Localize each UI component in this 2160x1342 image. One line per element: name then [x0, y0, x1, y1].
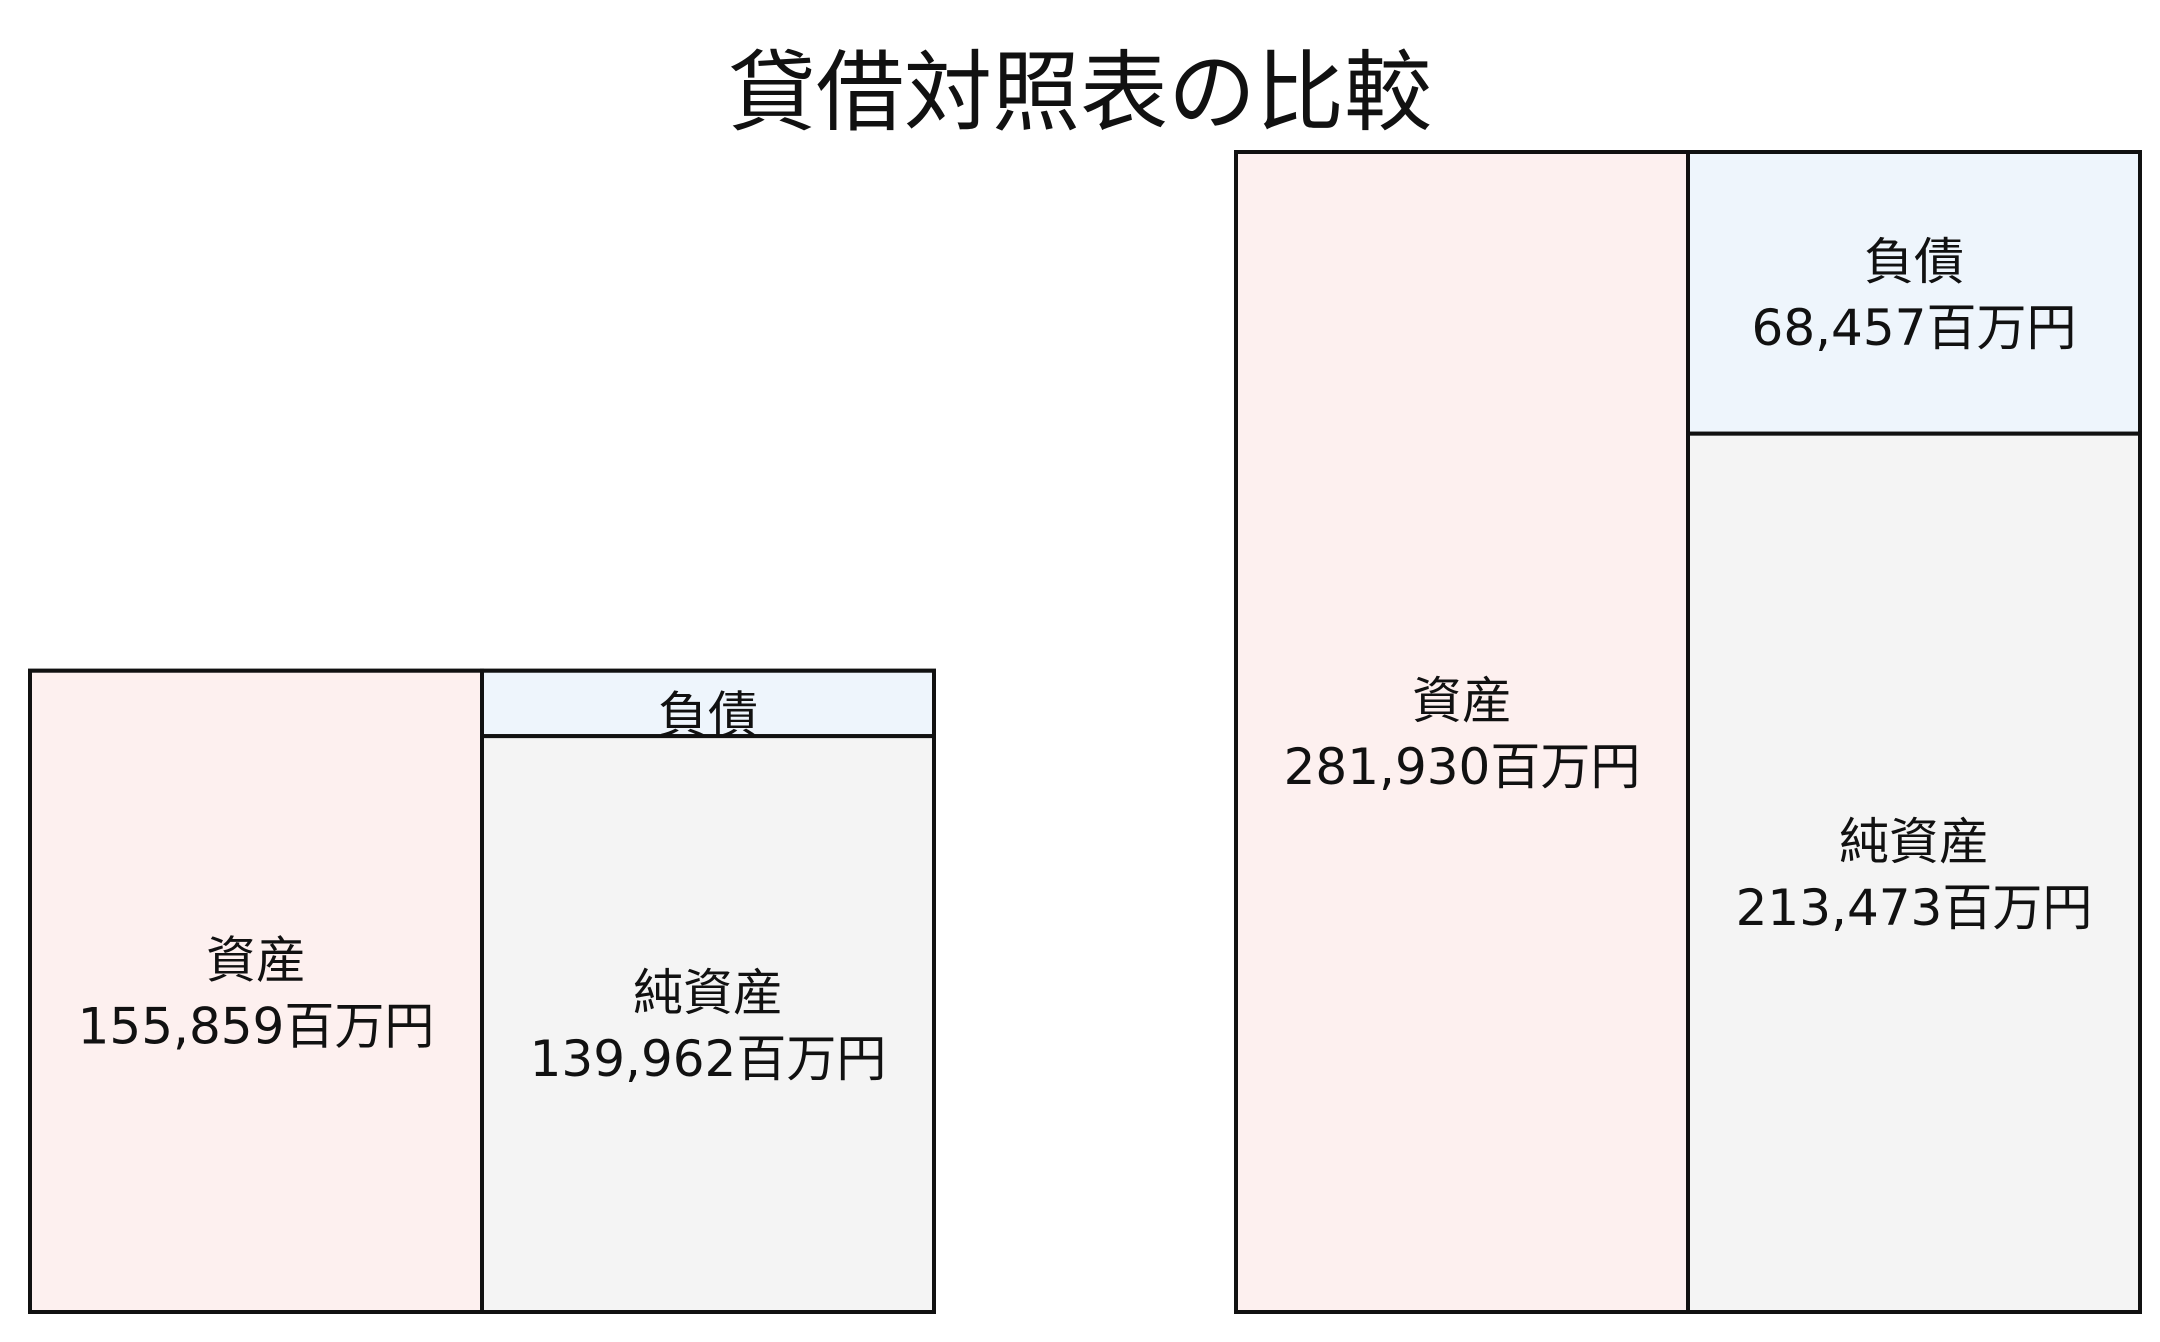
- chart-title: 貸借対照表の比較: [727, 41, 1432, 144]
- panel-2-liabilities-name: 負債: [1864, 233, 1964, 291]
- panel-2-net-assets-value: 213,473百万円: [1736, 879, 2093, 937]
- panel-1-assets-name: 資産: [206, 931, 306, 989]
- panel-1-net-assets-name: 純資産: [633, 964, 783, 1022]
- panel-2-assets-value: 281,930百万円: [1284, 738, 1641, 796]
- panel-1-net-assets-block: [480, 734, 936, 1314]
- panel-2-liabilities-block: [1686, 150, 2142, 436]
- panel-1-assets-block: [28, 668, 484, 1314]
- panel-2-net-assets-block: [1686, 431, 2142, 1314]
- panel-1-liabilities-name: 負債: [658, 687, 758, 745]
- panel-2-assets-name: 資産: [1412, 672, 1512, 730]
- panel-2-liabilities-value: 68,457百万円: [1752, 299, 2077, 357]
- panel-1-assets-value: 155,859百万円: [78, 997, 435, 1055]
- panel-1-net-assets-value: 139,962百万円: [530, 1030, 887, 1088]
- panel-2-assets-block: [1234, 150, 1690, 1314]
- panel-2-net-assets-name: 純資産: [1839, 813, 1989, 871]
- panel-1-liabilities-block: [480, 668, 936, 739]
